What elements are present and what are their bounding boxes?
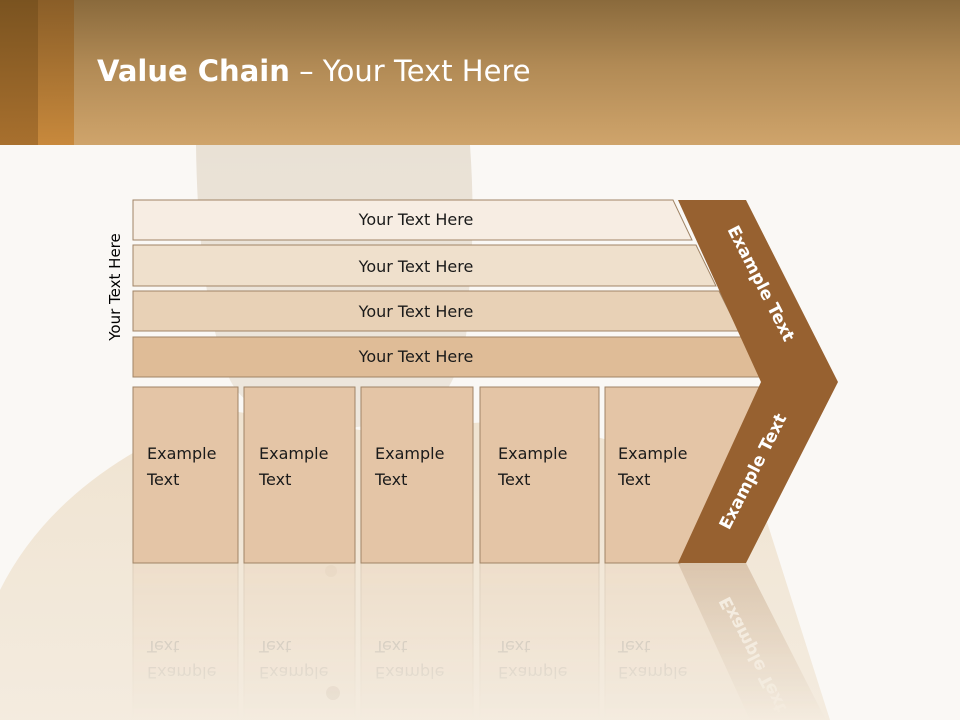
support-bar: Your Text Here [132, 336, 764, 378]
svg-text:ExampleText: Example Text [146, 637, 216, 682]
reflection-text: Text [374, 637, 407, 656]
support-bar-label: Your Text Here [358, 210, 474, 229]
reflection-text: Text [146, 637, 179, 656]
box-text-line: Text [374, 470, 407, 489]
reflection-text: Example [375, 663, 444, 682]
svg-text:ExampleText: Example Text [497, 637, 567, 682]
reflection-text: Text [258, 637, 291, 656]
reflection-text: Example [618, 663, 687, 682]
title-rest: – Your Text Here [289, 54, 531, 88]
support-bar: Your Text Here [132, 244, 717, 287]
svg-text:ExampleText: ExampleText [497, 444, 567, 489]
reflection-text: Example [498, 663, 567, 682]
box-text-line: Example [147, 444, 216, 463]
box-text-line: Text [258, 470, 291, 489]
svg-text:ExampleText: ExampleText [258, 444, 328, 489]
svg-text:ExampleText: ExampleText [146, 444, 216, 489]
slide-title: Value Chain – Your Text Here [97, 54, 531, 88]
box-text-line: Text [617, 470, 650, 489]
diagram-reflection: Example Text Example Text Example Text Exam… [132, 562, 826, 720]
box-text-line: Example [375, 444, 444, 463]
reflection-text: Text [497, 637, 530, 656]
support-bar-label: Your Text Here [358, 257, 474, 276]
svg-text:ExampleText: Example Text [374, 637, 444, 682]
svg-text:ExampleText: ExampleText [374, 444, 444, 489]
svg-text:ExampleText: Example Text [258, 637, 328, 682]
reflection-text: Text [617, 637, 650, 656]
support-bar-label: Your Text Here [358, 302, 474, 321]
svg-text:ExampleText: Example Text [617, 637, 687, 682]
title-bold: Value Chain [97, 54, 290, 88]
reflection-text: Example [259, 663, 328, 682]
slide-header: Value Chain – Your Text Here [0, 0, 960, 145]
support-activities: Your Text Here Your Text Here Your Text … [132, 199, 764, 378]
support-bar-label: Your Text Here [358, 347, 474, 366]
margin-chevron: Example Text Example Text [678, 200, 838, 563]
support-bar: Your Text Here [132, 199, 693, 241]
box-text-line: Example [498, 444, 567, 463]
box-text-line: Example [618, 444, 687, 463]
support-bar: Your Text Here [132, 290, 740, 332]
box-text-line: Text [497, 470, 530, 489]
header-accent-stripe [38, 0, 74, 145]
reflection-text: Example [147, 663, 216, 682]
box-text-line: Text [146, 470, 179, 489]
header-accent-stripe [0, 0, 38, 145]
box-text-line: Example [259, 444, 328, 463]
svg-text:ExampleText: ExampleText [617, 444, 687, 489]
